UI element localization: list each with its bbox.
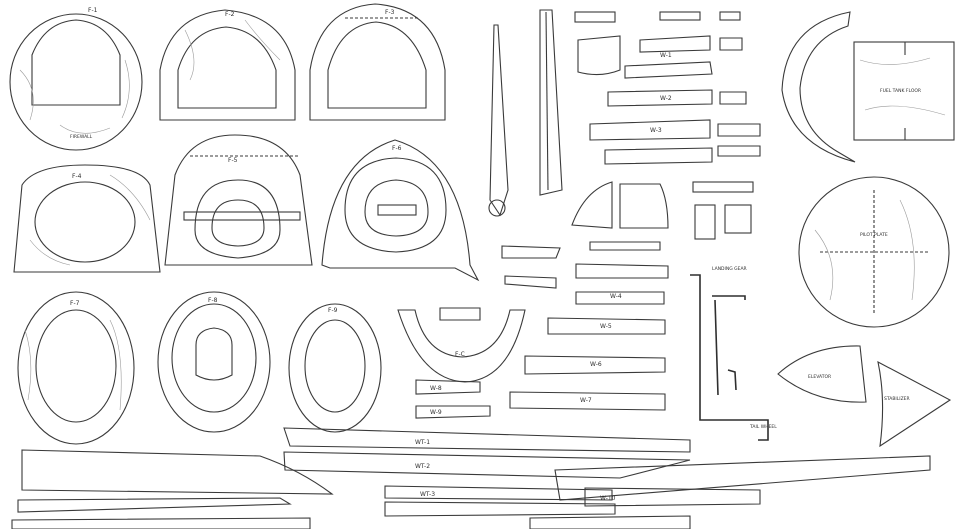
horseshoe-part: [781, 11, 856, 163]
label-w10: W-10: [600, 495, 616, 502]
label-w8: W-8: [430, 385, 442, 392]
cowl-ring: F-C: [397, 309, 526, 383]
note-landing-gear: LANDING GEAR: [712, 266, 747, 272]
note-stabilizer: STABILIZER: [884, 396, 910, 402]
former-f9: F-9: [288, 303, 382, 433]
elevator-piece: ELEVATOR: [777, 345, 867, 403]
former-f3: F-3: [309, 3, 446, 121]
stabilizer-piece: STABILIZER: [877, 360, 952, 448]
former-f6: F-6: [321, 139, 480, 282]
label-f5: F-5: [228, 157, 238, 164]
former-f4: F-4: [13, 164, 161, 273]
label-f9: F-9: [328, 307, 338, 314]
round-plate: PILOT PLATE: [798, 176, 950, 328]
label-w6: W-6: [590, 361, 602, 368]
note-firewall: FIREWALL: [70, 134, 93, 140]
stringer-center: [488, 9, 563, 217]
label-wt3: WT-3: [420, 491, 435, 498]
wing-tips: WT-1 WT-2 WT-3 W-10: [11, 427, 931, 529]
label-w2: W-2: [660, 95, 672, 102]
wing-ribs-small: W-1 W-2 W-3: [574, 11, 761, 165]
label-w5: W-5: [600, 323, 612, 330]
note-elevator: ELEVATOR: [808, 374, 831, 380]
label-f4: F-4: [72, 173, 82, 180]
label-w9: W-9: [430, 409, 442, 416]
note-fuel-tank: FUEL TANK FLOOR: [880, 88, 921, 94]
label-wt2: WT-2: [415, 463, 430, 470]
former-f8: F-8: [157, 291, 271, 433]
label-wt1: WT-1: [415, 439, 430, 446]
former-f5: F-5: [164, 134, 313, 266]
label-w3: W-3: [650, 127, 662, 134]
former-f2: F-2: [159, 9, 296, 121]
fuel-tank-floor: FUEL TANK FLOOR: [853, 41, 955, 141]
label-f2: F-2: [225, 11, 235, 18]
note-tail-wheel: TAIL WHEEL: [749, 424, 777, 430]
label-f7: F-7: [70, 300, 80, 307]
label-f1: F-1: [88, 7, 98, 14]
label-w4: W-4: [610, 293, 622, 300]
label-f3: F-3: [385, 9, 395, 16]
fin-pieces: [571, 181, 754, 240]
note-pilot-plate: PILOT PLATE: [860, 232, 888, 238]
label-w1: W-1: [660, 52, 672, 59]
former-f1: F-1 FIREWALL: [9, 7, 143, 151]
wing-ribs-tapered: W-4 W-5 W-6 W-7 W-8 W-9: [415, 241, 669, 419]
label-fc: F-C: [455, 351, 465, 358]
former-f7: F-7: [17, 291, 135, 445]
landing-gear: LANDING GEAR TAIL WHEEL: [690, 266, 777, 441]
label-w7: W-7: [580, 397, 592, 404]
label-f8: F-8: [208, 297, 218, 304]
label-f6: F-6: [392, 145, 402, 152]
